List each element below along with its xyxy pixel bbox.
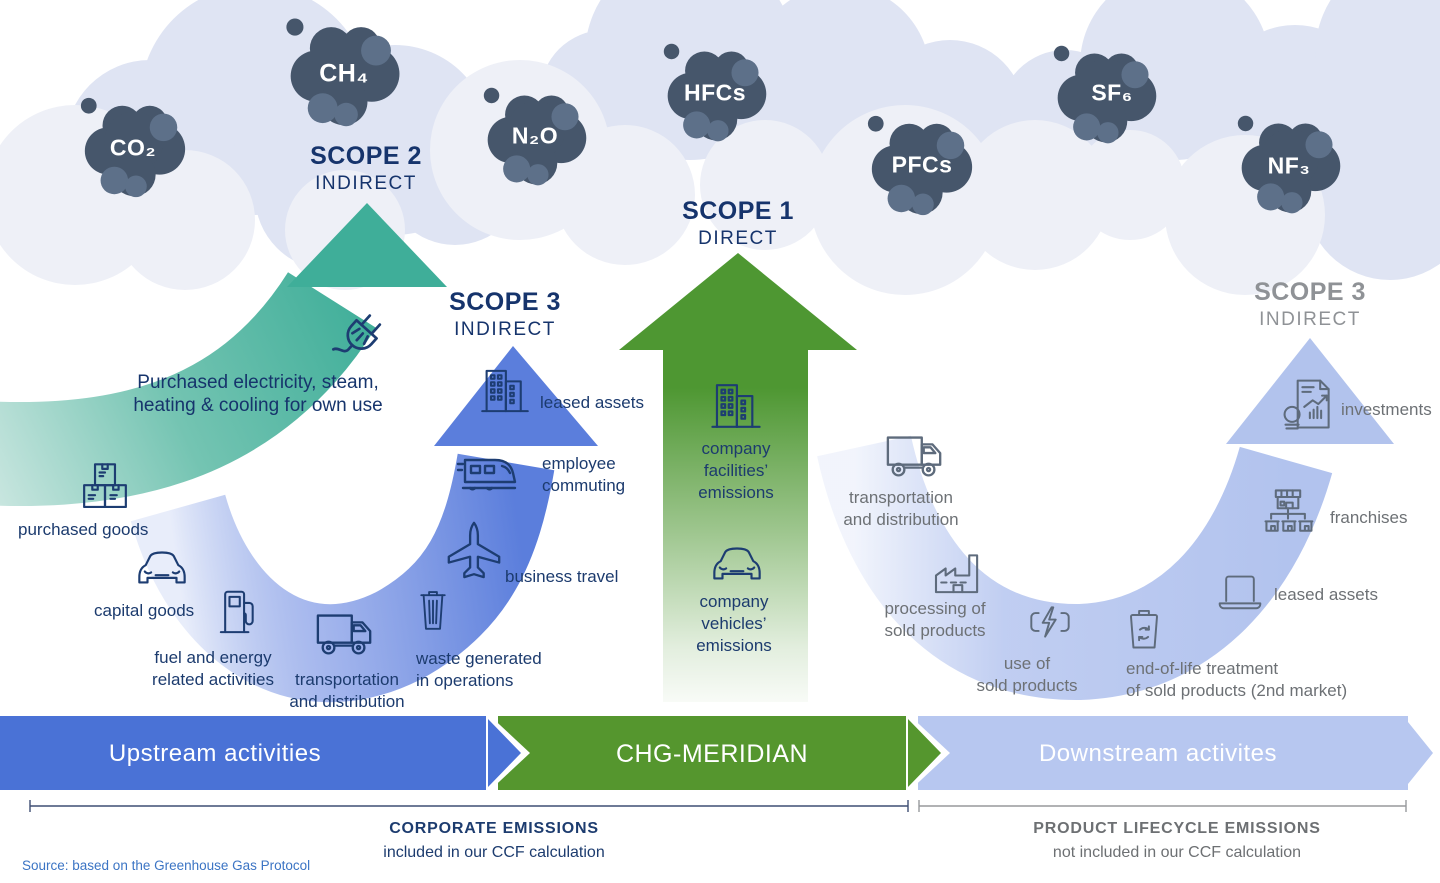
recycle-bin-icon bbox=[1118, 601, 1170, 655]
laptop-icon bbox=[1212, 566, 1268, 618]
scope3-upstream-title: SCOPE 3 bbox=[449, 288, 561, 316]
source-link[interactable]: Source: based on the Greenhouse Gas Prot… bbox=[22, 858, 311, 873]
transportation-downstream-label: transportation and distribution bbox=[843, 488, 959, 529]
plug-icon bbox=[320, 305, 392, 377]
upstream-bar-label: Upstream activities bbox=[108, 740, 322, 767]
scope2-title: SCOPE 2 bbox=[310, 142, 422, 170]
scope3-downstream-header: SCOPE 3 INDIRECT bbox=[1254, 278, 1366, 331]
employee-commuting-label: employee commuting bbox=[542, 454, 626, 495]
boxes-icon bbox=[76, 458, 134, 516]
waste-label: waste generated in operations bbox=[416, 649, 542, 690]
factory-icon bbox=[928, 544, 986, 600]
background-clouds bbox=[0, 0, 1440, 295]
gas-label-pfcs: PFCs bbox=[891, 151, 953, 178]
scope1-arrow bbox=[619, 253, 857, 702]
company-bar bbox=[498, 716, 908, 790]
scope2-arrow bbox=[0, 203, 447, 506]
company-bar-label: CHG-MERIDIAN bbox=[615, 740, 809, 768]
purchased-goods-label: purchased goods bbox=[18, 520, 149, 539]
train-icon bbox=[456, 443, 520, 507]
investments-icon bbox=[1278, 375, 1338, 435]
scope3-downstream-subtitle: INDIRECT bbox=[1259, 309, 1361, 330]
battery-icon bbox=[1022, 596, 1078, 648]
fuel-energy-label: fuel and energy related activities bbox=[152, 648, 274, 689]
plane-icon bbox=[443, 518, 505, 580]
scope2-header: SCOPE 2 INDIRECT bbox=[310, 142, 422, 195]
company-facilities-label: company facilities’ emissions bbox=[698, 439, 774, 502]
franchise-store-icon bbox=[1258, 482, 1318, 542]
use-of-sold-products-label: use of sold products bbox=[976, 654, 1078, 695]
company-facilities-icon bbox=[707, 377, 765, 435]
scope3-downstream-title: SCOPE 3 bbox=[1254, 278, 1366, 306]
gas-label-sf6: SF₆ bbox=[1091, 79, 1133, 106]
scope1-title: SCOPE 1 bbox=[682, 197, 794, 225]
scope3-upstream-subtitle: INDIRECT bbox=[454, 319, 556, 340]
truck-icon-downstream bbox=[884, 425, 946, 487]
capital-goods-label: capital goods bbox=[94, 601, 195, 620]
fuel-pump-icon bbox=[214, 584, 269, 639]
business-travel-label: business travel bbox=[505, 567, 619, 586]
processing-label: processing of sold products bbox=[884, 599, 986, 640]
trash-icon bbox=[408, 583, 458, 637]
bottom-bars bbox=[0, 712, 1433, 794]
downstream-bar-label: Downstream activites bbox=[1038, 740, 1278, 767]
corporate-bracket bbox=[29, 800, 909, 812]
end-of-life-label: end-of-life treatment of sold products (… bbox=[1126, 659, 1348, 700]
gas-label-co2: CO₂ bbox=[109, 134, 157, 161]
product-lifecycle-subtitle: not included in our CCF calculation bbox=[1052, 844, 1302, 861]
scope1-subtitle: DIRECT bbox=[698, 228, 778, 249]
leased-assets-upstream-label: leased assets bbox=[540, 393, 644, 412]
investments-label: investments bbox=[1341, 400, 1432, 419]
franchises-label: franchises bbox=[1330, 508, 1408, 527]
corporate-emissions-title: CORPORATE EMISSIONS bbox=[389, 820, 599, 837]
truck-icon-upstream bbox=[314, 603, 376, 665]
upstream-bar bbox=[0, 716, 488, 790]
product-bracket bbox=[918, 800, 1407, 812]
downstream-bar bbox=[918, 716, 1433, 790]
scope2-subtitle: INDIRECT bbox=[315, 173, 417, 194]
scope3-upstream-arrow bbox=[130, 346, 598, 703]
car-icon bbox=[133, 538, 191, 596]
buildings-icon-upstream bbox=[477, 363, 533, 419]
company-vehicles-icon bbox=[708, 534, 766, 592]
scope3-upstream-header: SCOPE 3 INDIRECT bbox=[449, 288, 561, 341]
gas-label-ch4: CH₄ bbox=[319, 59, 369, 88]
company-vehicles-label: company vehicles’ emissions bbox=[696, 592, 772, 655]
product-lifecycle-title: PRODUCT LIFECYCLE EMISSIONS bbox=[1033, 820, 1321, 837]
gas-label-nf3: NF₃ bbox=[1267, 152, 1311, 179]
gas-label-hfcs: HFCs bbox=[683, 79, 747, 106]
purchased-electricity-label: Purchased electricity, steam, heating & … bbox=[133, 372, 383, 416]
corporate-emissions-subtitle: included in our CCF calculation bbox=[383, 844, 605, 861]
transportation-upstream-label: transportation and distribution bbox=[289, 670, 405, 711]
leased-assets-downstream-label: leased assets bbox=[1274, 585, 1378, 604]
gas-label-n2o: N₂O bbox=[511, 122, 559, 149]
scope1-header: SCOPE 1 DIRECT bbox=[682, 197, 794, 250]
